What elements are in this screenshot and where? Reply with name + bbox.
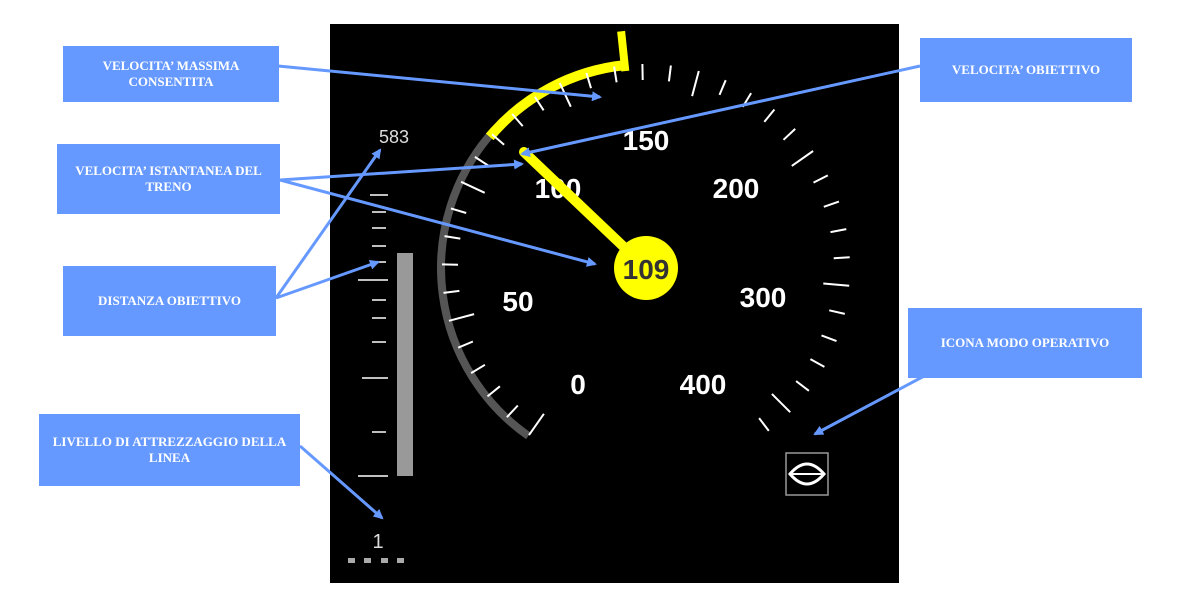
max-speed-hook	[617, 30, 630, 72]
dial-tick	[460, 180, 486, 194]
dial-tick	[782, 128, 796, 141]
permitted-speed-arc	[437, 133, 531, 440]
arrow-train-speed-a	[279, 159, 524, 182]
dial-tick	[758, 417, 770, 432]
dial-tick	[823, 282, 850, 287]
callout-target-distance: DISTANZA OBIETTIVO	[63, 266, 276, 336]
arrow-mode-icon	[813, 372, 929, 436]
dial-tick	[506, 404, 519, 418]
dial-tick	[823, 200, 840, 208]
dial-label-400: 400	[680, 369, 727, 400]
dial-tick	[613, 66, 618, 83]
dmi-screen	[330, 24, 899, 583]
dial-tick	[443, 289, 460, 294]
dial-tick	[791, 150, 814, 167]
dial-tick	[528, 413, 545, 436]
dial-tick	[771, 393, 791, 413]
dial-tick	[457, 340, 474, 349]
dial-label-300: 300	[740, 282, 787, 313]
current-speed-value: 109	[623, 254, 670, 285]
callout-arrows	[274, 64, 929, 520]
speed-hub	[614, 236, 678, 300]
dial-tick	[763, 108, 776, 123]
dial-tick	[821, 334, 837, 343]
arrow-train-speed-b	[279, 178, 597, 267]
dial-label-0: 0	[570, 369, 586, 400]
arrow-level	[299, 444, 384, 520]
dial-tick	[470, 363, 486, 374]
callout-max-speed: VELOCITA’ MASSIMA CONSENTITA	[63, 46, 279, 102]
arrow-target-distance-a	[275, 259, 380, 300]
dial-tick	[486, 385, 501, 398]
arrow-target-distance-b	[274, 148, 382, 299]
distance-bar	[397, 253, 413, 476]
dial-label-50: 50	[502, 286, 533, 317]
callout-train-speed: VELOCITA’ ISTANTANEA DEL TRENO	[57, 144, 280, 214]
callout-target-speed: VELOCITA’ OBIETTIVO	[920, 38, 1132, 102]
dial-tick	[830, 228, 847, 234]
operating-mode-icon	[785, 452, 829, 496]
target-distance-value: 583	[379, 127, 409, 147]
arrow-target-speed	[520, 64, 921, 158]
dial-tick	[667, 65, 672, 82]
arrow-max-speed	[277, 64, 602, 102]
distance-scale	[358, 194, 388, 477]
callout-mode-icon: ICONA MODO OPERATIVO	[908, 308, 1142, 378]
dial-tick	[813, 174, 829, 184]
dial-tick	[448, 313, 475, 322]
dial-tick	[474, 156, 489, 167]
dial-tick	[491, 133, 505, 146]
dial-label-200: 200	[713, 173, 760, 204]
dial-tick	[833, 256, 850, 260]
dial-tick	[795, 380, 810, 392]
level-dots	[348, 558, 404, 563]
dial-tick	[585, 72, 592, 89]
callout-level: LIVELLO DI ATTREZZAGGIO DELLA LINEA	[39, 414, 300, 486]
dial-tick	[718, 79, 727, 96]
target-speed-arc	[485, 60, 626, 141]
dial-tick	[534, 96, 545, 111]
dial-tick	[809, 358, 825, 368]
dial-tick	[450, 207, 467, 214]
level-value: 1	[372, 531, 383, 553]
dial-tick	[828, 309, 846, 315]
dial-tick	[511, 113, 524, 127]
dial-ticks	[441, 63, 850, 436]
dial-tick	[444, 235, 461, 240]
dial-labels: 0 50 100 150 200 300 400	[502, 125, 786, 400]
dial-tick	[691, 70, 700, 97]
